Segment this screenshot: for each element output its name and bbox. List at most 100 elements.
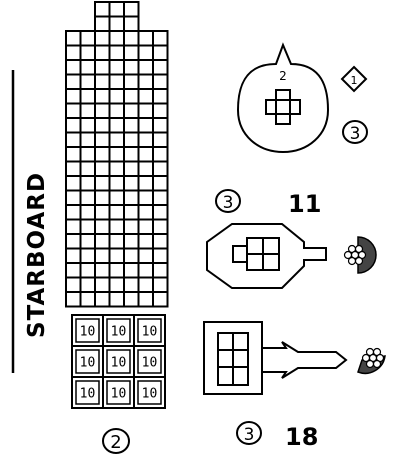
hull-cell [81,292,96,307]
hull-cell [110,2,125,17]
hull-cell [66,220,81,235]
hull-cell [110,46,125,61]
hull-cell [110,278,125,293]
hull-cell [81,249,96,264]
hull-cell [124,263,139,278]
hull-cell [110,234,125,249]
hull-cell [153,220,168,235]
hull-cell [110,104,125,119]
hull-cell [124,31,139,46]
hull-cell [81,278,96,293]
hull-cell [124,2,139,17]
hull-box-value: 10 [80,387,96,402]
hull-cell [124,176,139,191]
hull-cell [95,2,110,17]
hull-cell [110,133,125,148]
hull-cell [110,191,125,206]
hull-cell [110,31,125,46]
hull-cell [66,292,81,307]
hull-cell [153,75,168,90]
hull-cell [110,147,125,162]
hull-cell [95,220,110,235]
hull-cell [81,220,96,235]
hull-cell [139,118,154,133]
hull-cell [124,133,139,148]
hull-cell [124,162,139,177]
hull-count-marker: 2 [103,429,129,453]
hull-cell [81,118,96,133]
hull-cell [95,292,110,307]
hull-cell [139,75,154,90]
top-circle-number: 3 [350,124,361,144]
hull-cell [95,147,110,162]
hull-cell [124,17,139,32]
hull-cell [81,162,96,177]
hull-cell [95,17,110,32]
hull-cell [81,147,96,162]
hull-cell [124,205,139,220]
hull-cell [124,278,139,293]
hull-cell [95,133,110,148]
hull-cell [66,249,81,264]
hull-cell [153,104,168,119]
hull-cell [110,249,125,264]
hull-cell [110,176,125,191]
hull-box-value: 10 [142,387,158,402]
hull-cell [153,263,168,278]
hull-cell [153,89,168,104]
hull-cell [110,60,125,75]
hull-box-value: 10 [142,325,158,340]
hull-count-number: 2 [110,432,121,453]
hull-cell [81,234,96,249]
hull-cell [66,234,81,249]
bottom-station: 3 [204,322,385,445]
hull-cell [110,17,125,32]
hull-cell [139,292,154,307]
hull-cell [66,176,81,191]
hull-cell [153,118,168,133]
hull-cell [95,75,110,90]
hull-cell [66,104,81,119]
top-station: 2 1 3 [238,45,367,152]
hull-cell [81,205,96,220]
hull-cell [153,60,168,75]
hull-cell [110,263,125,278]
hull-cell [124,292,139,307]
hull-cell [66,75,81,90]
hull-cell [66,89,81,104]
hull-cell [139,31,154,46]
hull-cell [81,46,96,61]
hull-cell [139,60,154,75]
hull-cell [66,147,81,162]
hull-cell [139,278,154,293]
hull-box-value: 10 [111,325,127,340]
hull-cell [139,176,154,191]
hull-cell [153,46,168,61]
hull-cell [124,147,139,162]
bottom-beam-icon [262,342,346,378]
hull-cell [110,162,125,177]
hull-cell [139,263,154,278]
hull-box-value: 10 [111,387,127,402]
hull-cell [153,234,168,249]
hull-cell [95,263,110,278]
hull-cell [124,75,139,90]
hull-cell [139,46,154,61]
hull-cell [139,89,154,104]
station-center-number: 2 [279,69,287,83]
hull-cell [81,89,96,104]
hull-cell [95,31,110,46]
hull-cell [139,191,154,206]
hull-cell [153,147,168,162]
hull-cell [153,249,168,264]
hull-cell [139,205,154,220]
hull-cell [124,220,139,235]
diamond-number: 1 [351,74,358,87]
hull-cell [124,191,139,206]
hull-cell [66,133,81,148]
hull-cell [110,118,125,133]
hull-cell [95,191,110,206]
hull-cell [81,191,96,206]
hull-cell [95,234,110,249]
hull-cell [66,31,81,46]
